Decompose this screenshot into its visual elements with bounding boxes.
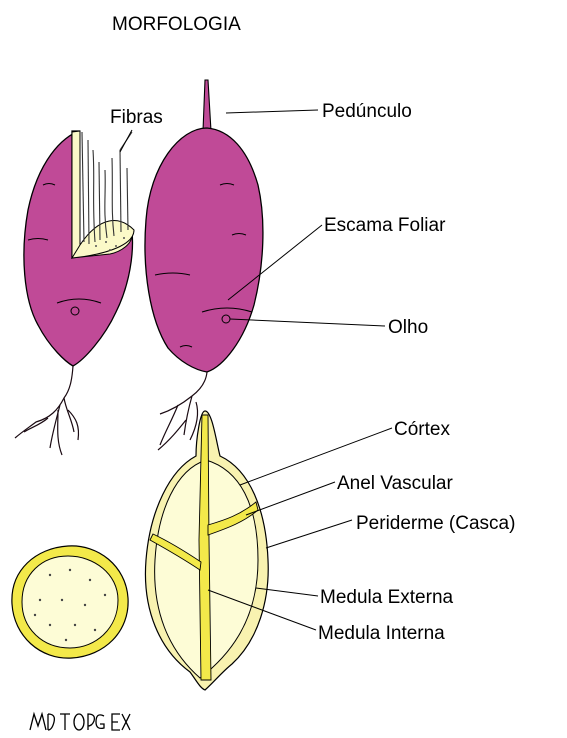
leader-pedunculo <box>226 110 318 113</box>
label-cortex: Córtex <box>394 420 450 439</box>
label-anel-vascular: Anel Vascular <box>337 474 453 493</box>
leader-anel <box>246 482 335 515</box>
label-medula-interna: Medula Interna <box>318 624 445 643</box>
peduncle <box>203 80 211 131</box>
leader-periderme <box>266 520 352 548</box>
label-medula-externa: Medula Externa <box>320 588 453 607</box>
leader-fibras <box>120 130 132 152</box>
whole-tuber <box>145 80 263 450</box>
label-pedunculo: Pedúnculo <box>322 102 412 121</box>
cut-tuber <box>15 131 134 455</box>
cross-section <box>12 546 128 658</box>
label-fibras: Fibras <box>110 108 163 127</box>
longitudinal-section <box>145 411 268 690</box>
page-title: MORFOLOGIA <box>112 14 241 36</box>
leader-olho <box>230 319 385 326</box>
whole-tuber-skin <box>145 128 263 372</box>
cut-tuber-roots <box>15 366 79 455</box>
label-periderme: Periderme (Casca) <box>356 514 515 533</box>
artist-signature <box>30 714 130 730</box>
label-escama-foliar: Escama Foliar <box>324 216 445 235</box>
label-olho: Olho <box>388 318 428 337</box>
